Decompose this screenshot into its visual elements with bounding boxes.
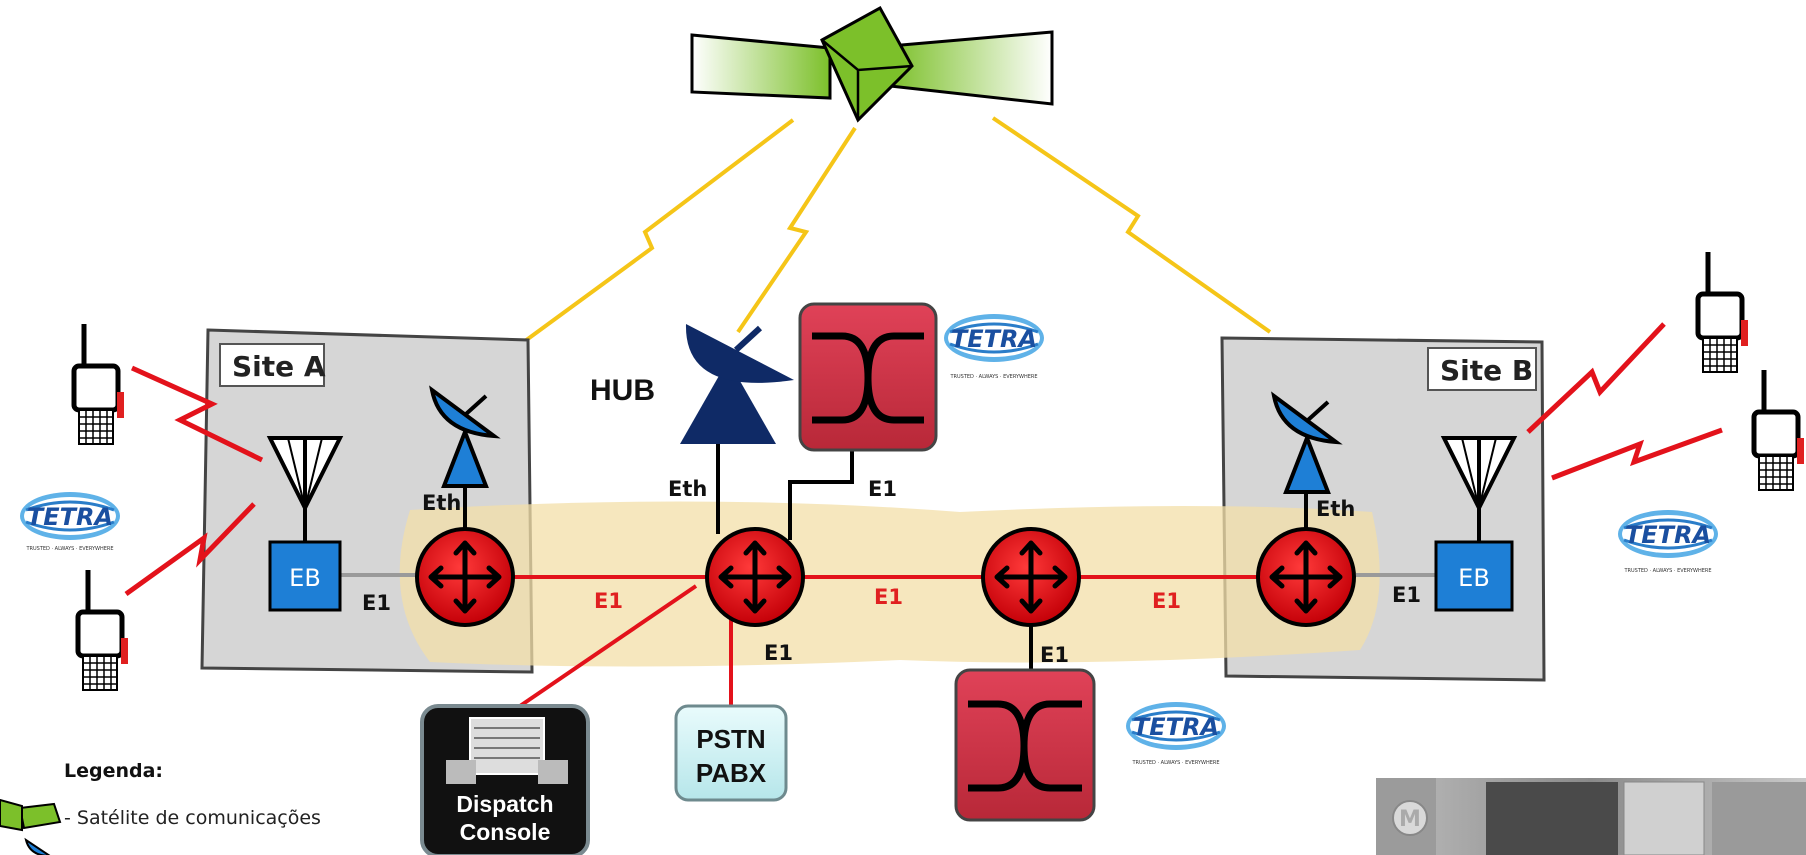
- backbone-band: [399, 501, 1380, 667]
- pstn-e1-label: E1: [764, 641, 793, 665]
- satellite-link-site-a: [508, 118, 795, 354]
- site-b-eb: EB: [1434, 540, 1514, 612]
- radio-handset-icon: [1698, 252, 1748, 372]
- site-b-antenna-icon: [1440, 436, 1518, 513]
- tetra-logo-right: TETRA TRUSTED · ALWAYS · EVERYWHERE: [1616, 508, 1720, 574]
- legend-dish-icon: [24, 837, 51, 855]
- site-b-eth-label: Eth: [1316, 497, 1355, 521]
- site-b-dish-icon: [1271, 391, 1343, 494]
- dispatch-console: Dispatch Console: [420, 704, 590, 855]
- dispatch-line2: Console: [460, 819, 551, 845]
- site-a-dish-icon: [429, 385, 501, 488]
- satellite-links: [508, 116, 1272, 354]
- hub-label: HUB: [590, 374, 655, 407]
- dispatch-line1: Dispatch: [456, 791, 553, 817]
- dispatch-link: [518, 584, 698, 708]
- wires: [303, 440, 1481, 670]
- radio-handset-icon: [1754, 370, 1804, 490]
- router-site-b-icon: [1256, 527, 1356, 627]
- switch-top-e1-label: E1: [868, 477, 897, 501]
- pstn-label: PSTN: [696, 724, 765, 754]
- switch-bottom-e1-label: E1: [1040, 643, 1069, 667]
- svg-text:TRUSTED · ALWAYS · EVERYWHERE: TRUSTED · ALWAYS · EVERYWHERE: [949, 374, 1037, 380]
- site-b-eb-e1-label: E1: [1392, 583, 1421, 607]
- site-a-antenna-icon: [266, 436, 344, 513]
- site-a-label: Site A: [232, 350, 326, 383]
- legend: Legenda: - Satélite de comunicações: [0, 760, 321, 855]
- switch-top: [798, 302, 938, 452]
- equipment-photo: M: [1376, 778, 1806, 855]
- tetra-logo-bottom: TETRA TRUSTED · ALWAYS · EVERYWHERE: [1124, 700, 1228, 766]
- tetra-logo-hub: TETRA TRUSTED · ALWAYS · EVERYWHERE: [942, 312, 1046, 380]
- radio-handset-icon: [74, 324, 124, 444]
- svg-text:TETRA: TETRA: [27, 503, 113, 531]
- tetra-logo-left: TETRA TRUSTED · ALWAYS · EVERYWHERE: [18, 490, 122, 552]
- legend-satellite-icon: [0, 798, 62, 832]
- pstn-pabx-box: PSTN PABX: [674, 704, 788, 802]
- pabx-label: PABX: [696, 758, 767, 788]
- site-a-eb-e1-label: E1: [362, 591, 391, 615]
- svg-text:TETRA: TETRA: [1625, 521, 1711, 549]
- e1-segment-1-label: E1: [594, 589, 623, 613]
- hub-dish-icon: [680, 324, 794, 444]
- satellite-icon: [690, 5, 1054, 123]
- e1-segment-2-label: E1: [874, 585, 903, 609]
- link-labels: Eth Eth Eth E1 E1 E1 E1 E1 E1 E1 E1: [362, 477, 1421, 667]
- routers: [415, 527, 1356, 627]
- svg-text:TRUSTED · ALWAYS · EVERYWHERE: TRUSTED · ALWAYS · EVERYWHERE: [1623, 568, 1711, 574]
- router-site-a-icon: [415, 527, 515, 627]
- legend-title: Legenda:: [64, 760, 163, 782]
- e1-links: [466, 575, 1310, 708]
- svg-text:TETRA: TETRA: [951, 325, 1037, 353]
- satellite-link-site-b: [991, 116, 1272, 334]
- svg-text:TRUSTED · ALWAYS · EVERYWHERE: TRUSTED · ALWAYS · EVERYWHERE: [1131, 760, 1219, 766]
- radio-links: [124, 322, 1723, 597]
- radio-handset-icon: [78, 570, 128, 690]
- switch-bottom: [954, 668, 1096, 822]
- legend-satellite-text: - Satélite de comunicações: [64, 807, 321, 829]
- satellite-link-hub: [736, 126, 857, 334]
- site-a-eb: EB: [268, 540, 342, 612]
- site-b-label: Site B: [1440, 354, 1533, 387]
- svg-text:TRUSTED · ALWAYS · EVERYWHERE: TRUSTED · ALWAYS · EVERYWHERE: [25, 546, 113, 552]
- e1-segment-3-label: E1: [1152, 589, 1181, 613]
- router-hub-icon: [705, 527, 805, 627]
- site-b-eb-label: EB: [1458, 564, 1490, 592]
- hub-eth-label: Eth: [668, 477, 707, 501]
- motorola-logo-icon: M: [1399, 807, 1421, 832]
- site-a-eth-label: Eth: [422, 491, 461, 515]
- site-a-eb-label: EB: [289, 564, 321, 592]
- svg-text:TETRA: TETRA: [1133, 713, 1219, 741]
- router-mid-icon: [981, 527, 1081, 627]
